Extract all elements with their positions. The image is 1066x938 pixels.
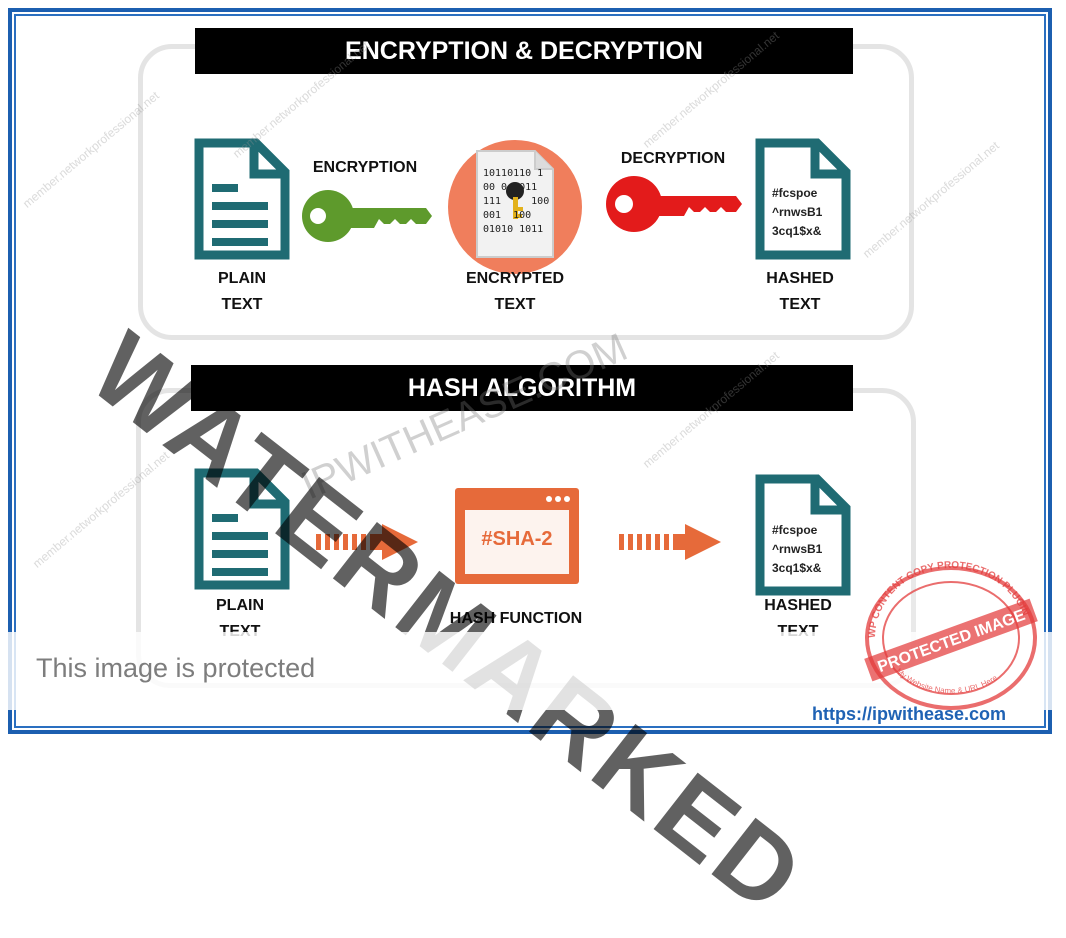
binary-line-4: 001 100 <box>483 210 532 221</box>
hash-function-window-icon <box>455 488 579 584</box>
protected-image-stamp: WP CONTENT COPY PROTECTION PLUGIN PROTEC… <box>864 560 1038 710</box>
plain-text-document-icon <box>194 468 290 590</box>
bottom-plain-label-line1: PLAIN <box>216 597 264 614</box>
top-hashed-label-line2: TEXT <box>779 296 821 313</box>
binary-line-5: 01010 1011 <box>483 224 544 235</box>
top-plain-label-line2: TEXT <box>221 296 263 313</box>
hashed-doc-line-2: ^rnwsB1 <box>772 205 823 219</box>
dashed-arrow-icon <box>619 524 721 560</box>
green-key-icon <box>302 190 432 242</box>
encryption-title: ENCRYPTION & DECRYPTION <box>195 28 853 74</box>
red-key-icon <box>606 176 742 232</box>
top-plain-label-line1: PLAIN <box>218 270 266 287</box>
bottom-hashed-doc-line-2: ^rnwsB1 <box>772 542 823 556</box>
decryption-label: DECRYPTION <box>620 150 726 167</box>
hash-function-box-text: #SHA-2 <box>481 528 553 550</box>
inner-frame <box>14 14 1046 728</box>
encryption-label: ENCRYPTION <box>312 159 418 176</box>
dashed-arrow-icon <box>316 524 418 560</box>
encrypted-label-line1: ENCRYPTED <box>465 270 565 287</box>
top-hashed-label-line1: HASHED <box>766 270 834 287</box>
hashed-document-icon <box>755 138 851 260</box>
hashed-doc-line-1: #fcspoe <box>772 186 818 200</box>
outer-frame <box>8 8 1052 734</box>
binary-line-3: 111 100 <box>483 196 550 207</box>
bottom-hashed-label-line1: HASHED <box>764 597 832 614</box>
protected-notice: This image is protected <box>36 653 316 683</box>
binary-line-1: 10110110 1 <box>483 168 544 179</box>
binary-line-2: 00 0 011 <box>483 182 538 193</box>
encrypted-label-line2: TEXT <box>494 296 536 313</box>
encrypted-text-icon <box>448 140 582 274</box>
hash-title: HASH ALGORITHM <box>191 365 853 411</box>
hashed-document-icon <box>755 474 851 596</box>
site-url-link[interactable]: https://ipwithease.com <box>812 704 1007 724</box>
hashed-doc-line-3: 3cq1$x& <box>772 224 822 238</box>
plain-text-document-icon <box>194 138 290 260</box>
hash-function-label: HASH FUNCTION <box>449 610 583 627</box>
bottom-hashed-doc-line-3: 3cq1$x& <box>772 561 822 575</box>
bottom-hashed-doc-line-1: #fcspoe <box>772 523 818 537</box>
